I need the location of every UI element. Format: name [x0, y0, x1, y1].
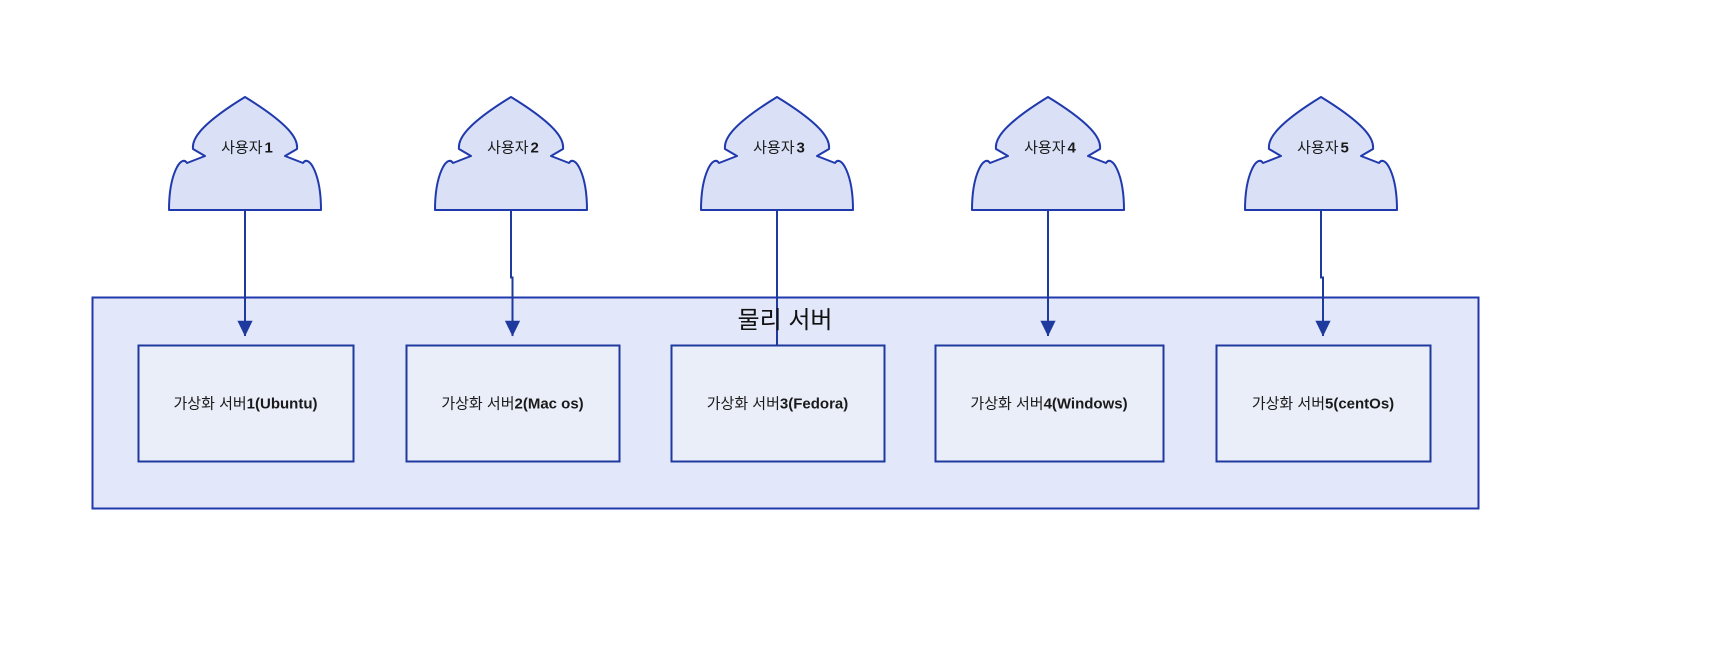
- vm-box-4[interactable]: [934, 344, 1165, 463]
- actor-shape-user-4[interactable]: [971, 96, 1125, 211]
- vm-box-3[interactable]: [670, 344, 886, 463]
- actor-shape-user-2[interactable]: [434, 96, 588, 211]
- arrow-user5-to-vm5: [1315, 210, 1331, 337]
- vm-box-group: [137, 344, 1432, 463]
- actor-shape-user-3[interactable]: [700, 96, 854, 211]
- vm-box-1[interactable]: [137, 344, 355, 463]
- connector-arrow-group: [237, 210, 1331, 370]
- vm-box-2[interactable]: [405, 344, 621, 463]
- vm-box-5[interactable]: [1215, 344, 1432, 463]
- actor-shape-user-1[interactable]: [168, 96, 322, 211]
- actor-shape-user-5[interactable]: [1244, 96, 1398, 211]
- arrow-user2-to-vm2: [504, 210, 521, 337]
- actor-group: [168, 96, 1398, 211]
